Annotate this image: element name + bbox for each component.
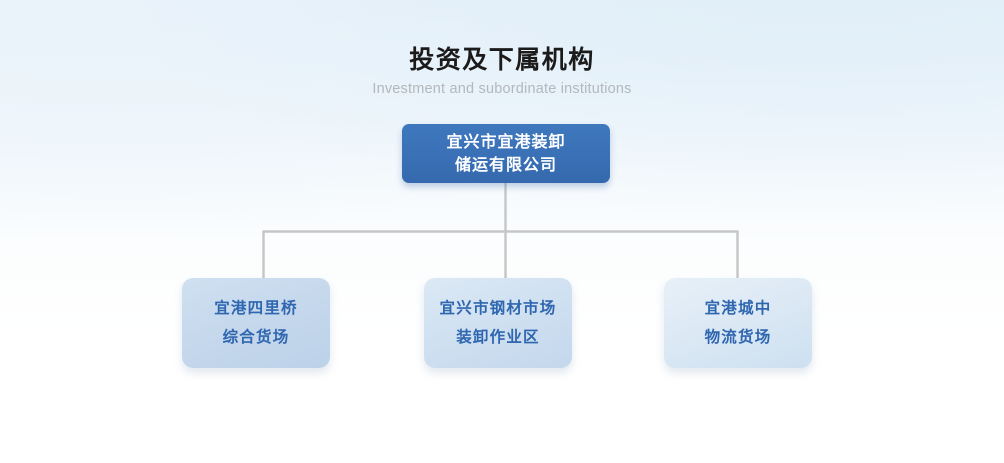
org-node-root-line2: 储运有限公司	[454, 156, 557, 174]
org-node-root[interactable]: 宜兴市宜港装卸 储运有限公司	[402, 124, 610, 183]
org-node-child-0-line2: 综合货场	[222, 329, 290, 346]
org-node-child-1[interactable]: 宜兴市钢材市场 装卸作业区	[424, 278, 572, 368]
org-node-child-2-line1: 宜港城中	[704, 300, 772, 317]
org-node-child-2[interactable]: 宜港城中 物流货场	[664, 278, 812, 368]
org-node-child-1-line2: 装卸作业区	[456, 329, 540, 346]
org-node-root-line1: 宜兴市宜港装卸	[446, 133, 566, 151]
org-node-child-2-line2: 物流货场	[704, 329, 772, 346]
org-node-child-0[interactable]: 宜港四里桥 综合货场	[182, 278, 330, 368]
page-subtitle: Investment and subordinate institutions	[372, 81, 632, 97]
page-heading: 投资及下属机构 Investment and subordinate insti…	[0, 44, 1004, 98]
org-node-child-1-line1: 宜兴市钢材市场	[439, 300, 557, 317]
org-node-child-0-line1: 宜港四里桥	[214, 300, 298, 317]
page-title: 投资及下属机构	[409, 46, 595, 74]
